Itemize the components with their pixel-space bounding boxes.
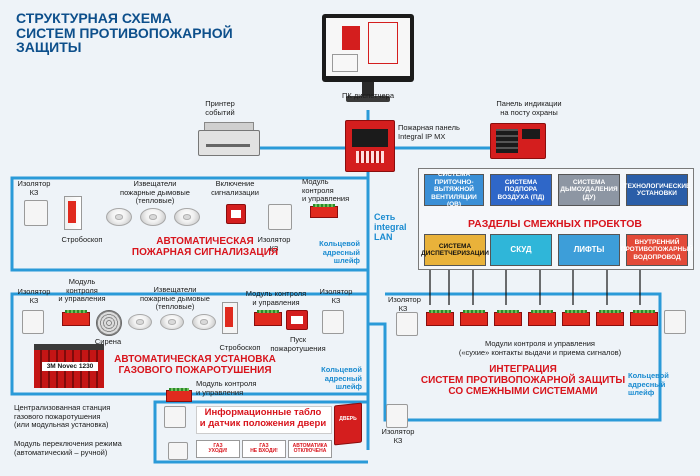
info-boards-box (196, 406, 332, 434)
isolator-label-8: Изолятор КЗ (381, 427, 415, 445)
system-dispatching: СИСТЕМА ДИСПЕТЧЕРИЗАЦИИ (421, 234, 489, 266)
door-sign: ДВЕРЬ (339, 416, 357, 422)
isolator-5 (164, 406, 186, 428)
control-module (528, 310, 556, 326)
indicator-panel[interactable] (490, 123, 546, 159)
smoke-detector (192, 314, 216, 330)
strobe-2 (222, 302, 238, 334)
module-label-2: Модуль контроля и управления (58, 277, 106, 303)
detectors-label-1: Извещатели пожарные дымовые (тепловые) (120, 179, 190, 205)
isolator-label-6: Изолятор КЗ (388, 295, 421, 313)
control-module (254, 310, 282, 326)
sign-text-1: ГАЗ УХОДИ! (208, 442, 228, 454)
signaling-label: Включение сигнализации (211, 179, 259, 197)
modules-bottom-label: Модули контроля и управления («сухие» ко… (458, 339, 622, 357)
smoke-detector (128, 314, 152, 330)
sign-board-3: АВТОМАТИКА ОТКЛЮЧЕНА (288, 440, 332, 458)
ring-loop-label-1: Кольцевой адресный шлейф (319, 239, 360, 265)
siren-icon (96, 310, 122, 336)
manual-call-point[interactable] (226, 204, 246, 224)
loop-fire-alarm (10, 176, 368, 272)
system-ventilation: СИСТЕМА ПРИТОЧНО- ВЫТЯЖНОЙ ВЕНТИЛЯЦИИ (О… (424, 171, 484, 208)
fire-alarm-title: АВТОМАТИЧЕСКАЯ ПОЖАРНАЯ СИГНАЛИЗАЦИЯ (131, 236, 279, 258)
isolator-4 (322, 310, 344, 334)
control-module (310, 204, 338, 218)
control-module (630, 310, 658, 326)
module-label-3: Модуль контроля и управления (245, 289, 307, 307)
monitor-icon (322, 14, 414, 110)
sign-board-1: ГАЗ УХОДИ! (196, 440, 240, 458)
module-label-1: Модуль контроля и управления (302, 177, 350, 203)
system-elevators: ЛИФТЫ (558, 234, 620, 266)
control-module (494, 310, 522, 326)
integration-title: ИНТЕГРАЦИЯ СИСТЕМ ПРОТИВОПОЖАРНОЙ ЗАЩИТЫ… (420, 364, 626, 397)
system-air-pressure: СИСТЕМА ПОДПОРА ВОЗДУХА (ПД) (490, 174, 552, 206)
siren-label: Сирена (94, 337, 122, 346)
isolator-6 (396, 312, 418, 336)
isolator-3 (22, 310, 44, 334)
system-smoke-removal: СИСТЕМА ДЫМОУДАЛЕНИЯ (ДУ) (558, 174, 620, 206)
smoke-detector (174, 208, 200, 226)
smoke-detector (106, 208, 132, 226)
door-sensor (334, 402, 362, 446)
sections-title: РАЗДЕЛЫ СМЕЖНЫХ ПРОЕКТОВ (468, 218, 642, 230)
isolator-label-3: Изолятор КЗ (17, 287, 51, 305)
detectors-label-2: Извещатели пожарные дымовые (тепловые) (140, 285, 210, 311)
gas-title: АВТОМАТИЧЕСКАЯ УСТАНОВКА ГАЗОВОГО ПОЖАРО… (114, 354, 276, 376)
strobe-label-1: Стробоскоп (61, 235, 103, 244)
isolator-2 (268, 204, 292, 230)
sign-text-3: АВТОМАТИКА ОТКЛЮЧЕНА (292, 442, 328, 454)
control-module (426, 310, 454, 326)
control-module (596, 310, 624, 326)
control-module (166, 388, 192, 402)
novec-label: 3M Novec 1230 (42, 362, 98, 371)
isolator-7 (664, 310, 686, 334)
control-module (460, 310, 488, 326)
isolator-label-1: Изолятор КЗ (17, 179, 51, 197)
loop-info (153, 400, 368, 464)
module-label-4: Модуль контроля и управления (196, 379, 257, 397)
isolator-1 (24, 200, 48, 226)
sign-board-2: ГАЗ НЕ ВХОДИ! (242, 440, 286, 458)
system-water-supply: ВНУТРЕННИЙ ПРОТИВОПОЖАРНЫЙ ВОДОПРОВОД (621, 234, 693, 266)
control-module (62, 310, 90, 326)
printer-label: Принтер событий (205, 99, 235, 117)
system-technological: ТЕХНОЛОГИЧЕСКИЕ УСТАНОВКИ (624, 174, 690, 206)
indicator-panel-label: Панель индикации на посту охраны (496, 99, 562, 117)
isolator-label-2: Изолятор КЗ (257, 235, 291, 253)
extinguish-label: Пуск пожаротушения (270, 335, 326, 353)
ring-loop-label-2: Кольцевой адресный шлейф (321, 365, 362, 391)
mode-switch-label: Модуль переключения режима (автоматическ… (14, 439, 122, 457)
info-boards-title: Информационные табло и датчик положения … (199, 407, 327, 429)
sign-text-2: ГАЗ НЕ ВХОДИ! (250, 442, 278, 454)
strobe-1 (64, 196, 82, 230)
network-label: Сеть integral LAN (374, 212, 407, 242)
control-module (562, 310, 590, 326)
extinguish-start-button[interactable] (286, 310, 308, 330)
isolator-label-4: Изолятор КЗ (319, 287, 353, 305)
loop-integration (368, 292, 662, 422)
fire-panel-label: Пожарная панель Integral IP MX (398, 123, 460, 141)
pc-label: ПК диспетчера (342, 91, 394, 100)
isolator-8 (386, 404, 408, 428)
page-title: СТРУКТУРНАЯ СХЕМА СИСТЕМ ПРОТИВОПОЖАРНОЙ… (16, 10, 233, 55)
strobe-label-2: Стробоскоп (219, 343, 261, 352)
fire-panel[interactable] (345, 120, 395, 172)
mode-switch-module[interactable] (168, 442, 188, 460)
smoke-detector (160, 314, 184, 330)
gas-station-label: Централизованная станция газового пожаро… (14, 403, 111, 429)
printer-icon (198, 118, 260, 158)
smoke-detector (140, 208, 166, 226)
ring-loop-label-3: Кольцевой адресный шлейф (628, 371, 669, 397)
system-access-control: СКУД (490, 234, 552, 266)
